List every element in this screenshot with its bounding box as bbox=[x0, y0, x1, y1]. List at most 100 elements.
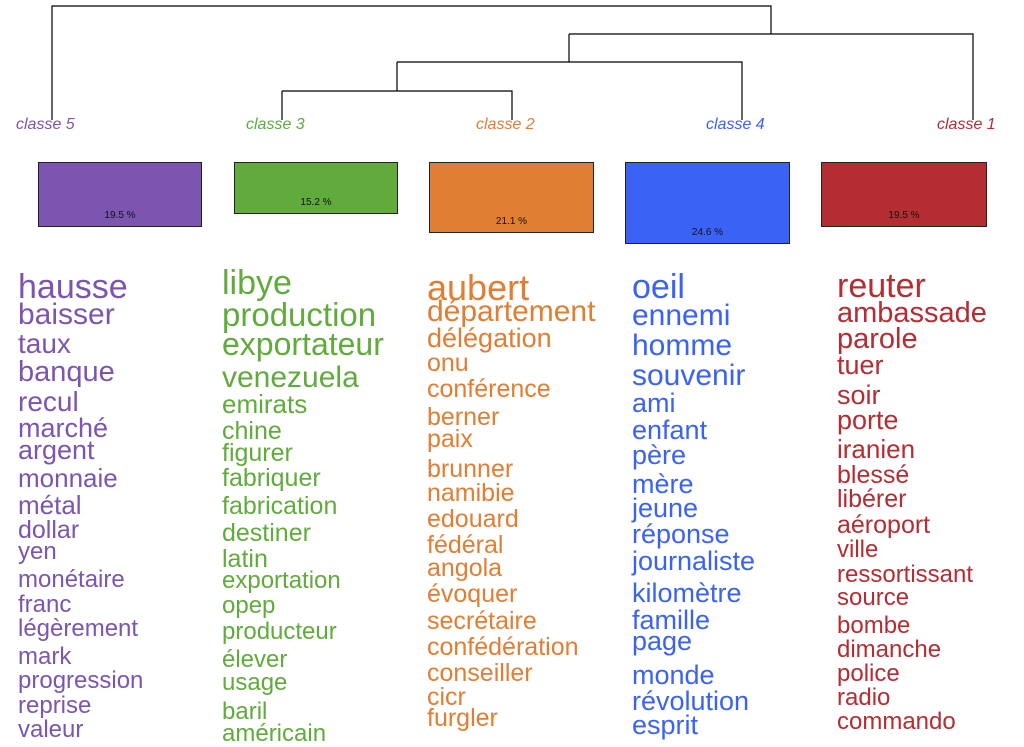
class-word: réponse bbox=[632, 519, 730, 549]
class-5-percent: 19.5 % bbox=[104, 210, 136, 221]
class-label-5: classe 5 bbox=[16, 116, 75, 133]
class-word: conseiller bbox=[427, 659, 533, 687]
class-word: bombe bbox=[837, 612, 911, 639]
class-word: exportation bbox=[222, 567, 341, 594]
class-word: radio bbox=[837, 684, 891, 711]
class-word: edouard bbox=[427, 505, 519, 533]
class-word: ambassade bbox=[837, 297, 987, 329]
class-word: namibie bbox=[427, 479, 515, 507]
class-word: furgler bbox=[427, 704, 498, 732]
class-word: progression bbox=[18, 667, 144, 694]
class-word: iranien bbox=[837, 434, 916, 464]
class-word: reuter bbox=[837, 267, 926, 305]
class-word: opep bbox=[222, 592, 276, 619]
dendrogram bbox=[51, 5, 974, 120]
class-word: ville bbox=[837, 536, 879, 563]
class-word: ressortissant bbox=[837, 561, 974, 588]
class-word: marché bbox=[18, 413, 109, 443]
dendrogram-branch-root bbox=[51, 5, 772, 120]
class-2-percent: 21.1 % bbox=[495, 216, 528, 227]
class-4-percent: 24.6 % bbox=[691, 227, 724, 238]
class-word: aubert bbox=[427, 267, 530, 308]
class-word: révolution bbox=[632, 686, 750, 716]
class-word: oeil bbox=[632, 268, 685, 306]
class-word: département bbox=[427, 295, 596, 328]
class-word: taux bbox=[18, 328, 71, 359]
dendrogram-branch-432 bbox=[397, 34, 743, 120]
class-word: mère bbox=[632, 469, 694, 499]
class-word: monnaie bbox=[18, 463, 118, 493]
class-word: libye bbox=[222, 264, 292, 302]
class-word: kilomètre bbox=[632, 578, 742, 608]
class-word: argent bbox=[18, 435, 95, 465]
class-word: paix bbox=[427, 425, 473, 453]
class-word: confédération bbox=[427, 633, 579, 661]
class-word: destiner bbox=[222, 519, 311, 547]
class-word: souvenir bbox=[632, 359, 746, 392]
class-word: monde bbox=[632, 660, 715, 690]
class-1-percent-box: 19.5 % bbox=[821, 162, 987, 227]
class-word: monétaire bbox=[18, 566, 125, 593]
class-word: porte bbox=[837, 405, 899, 435]
class-word: évoquer bbox=[427, 580, 518, 608]
class-word: fabriquer bbox=[222, 464, 321, 492]
class-word: aéroport bbox=[837, 511, 931, 539]
class-word: commando bbox=[837, 708, 956, 735]
class-word: parole bbox=[837, 323, 918, 355]
class-label-1: classe 1 bbox=[937, 116, 996, 133]
class-word: esprit bbox=[632, 710, 699, 740]
class-word: latin bbox=[222, 545, 268, 573]
class-word: enfant bbox=[632, 415, 708, 445]
class-label-3: classe 3 bbox=[246, 116, 305, 133]
class-word: tuer bbox=[837, 350, 884, 380]
class-word: valeur bbox=[18, 716, 84, 743]
class-1-percent: 19.5 % bbox=[888, 210, 920, 221]
class-word: reprise bbox=[18, 692, 92, 719]
class-3-percent: 15.2 % bbox=[300, 197, 332, 208]
class-word: père bbox=[632, 440, 687, 470]
dendrogram-branch-32 bbox=[281, 62, 513, 120]
class-word: onu bbox=[427, 349, 469, 377]
class-2-percent-box: 21.1 % bbox=[429, 162, 594, 233]
class-word: jeune bbox=[632, 493, 699, 523]
class-word: angola bbox=[427, 554, 503, 582]
class-word: dimanche bbox=[837, 636, 942, 663]
class-word: recul bbox=[18, 386, 79, 417]
class-word: police bbox=[837, 660, 900, 687]
class-word: libérer bbox=[837, 485, 907, 513]
class-word: ennemi bbox=[632, 299, 731, 332]
class-word: exportateur bbox=[222, 326, 384, 362]
class-word: baril bbox=[222, 698, 268, 725]
class-4-percent-box: 24.6 % bbox=[625, 162, 790, 244]
class-word: producteur bbox=[222, 618, 337, 645]
class-word: fabrication bbox=[222, 492, 338, 520]
class-label-4: classe 4 bbox=[706, 116, 765, 133]
class-word: usage bbox=[222, 669, 288, 696]
class-word: mark bbox=[18, 643, 72, 670]
class-word: brunner bbox=[427, 455, 514, 483]
class-word: délégation bbox=[427, 323, 552, 353]
class-word: banque bbox=[18, 356, 115, 388]
class-3-percent-box: 15.2 % bbox=[234, 162, 398, 214]
class-word: yen bbox=[18, 538, 57, 565]
class-word: emirats bbox=[222, 389, 308, 419]
class-word: page bbox=[632, 626, 693, 656]
class-word: figurer bbox=[222, 439, 293, 467]
class-word: élever bbox=[222, 646, 288, 673]
class-word: légèrement bbox=[18, 615, 139, 642]
class-word: baisser bbox=[18, 298, 115, 331]
class-label-2: classe 2 bbox=[476, 116, 535, 133]
class-word: fédéral bbox=[427, 531, 504, 559]
class-word: américain bbox=[222, 720, 327, 747]
class-word: journaliste bbox=[632, 546, 756, 576]
class-word: hausse bbox=[18, 268, 128, 306]
class-word: soir bbox=[837, 380, 881, 410]
class-word: franc bbox=[18, 591, 72, 618]
class-word: conférence bbox=[427, 375, 551, 403]
class-word: berner bbox=[427, 403, 500, 431]
class-word: famille bbox=[632, 605, 711, 635]
class-word: chine bbox=[222, 417, 282, 445]
class-word: production bbox=[222, 296, 377, 333]
class-word: source bbox=[837, 584, 910, 611]
class-word: dollar bbox=[18, 516, 80, 544]
